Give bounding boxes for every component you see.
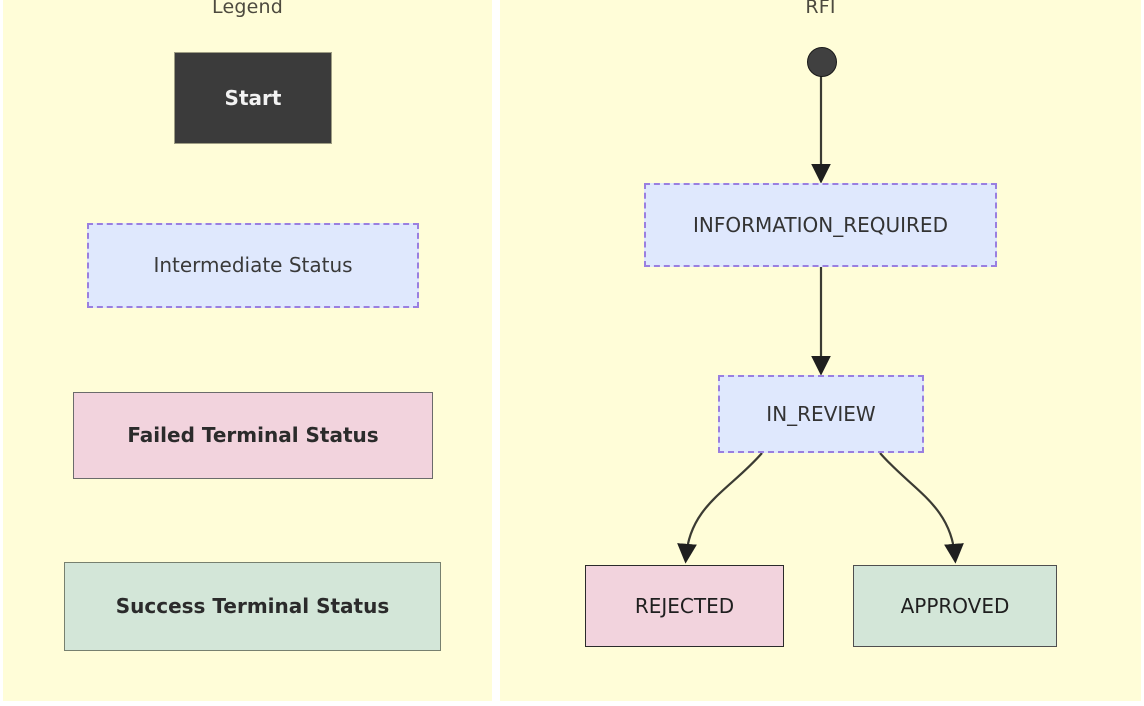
legend-item-intermediate-status[interactable]: Intermediate Status — [87, 223, 419, 308]
legend-item-start-label: Start — [224, 85, 282, 110]
legend-item-start[interactable]: Start — [174, 52, 332, 144]
flowchart-panel-title: RFI — [805, 0, 836, 18]
legend-item-intermediate-status-label: Intermediate Status — [153, 253, 353, 277]
flow-node-approved-label: APPROVED — [900, 593, 1010, 618]
flow-node-approved[interactable]: APPROVED — [853, 565, 1057, 647]
legend-item-success-terminal-status-label: Success Terminal Status — [115, 594, 390, 618]
flow-node-in-review[interactable]: IN_REVIEW — [718, 375, 924, 453]
legend-item-failed-terminal-status-label: Failed Terminal Status — [127, 423, 379, 447]
legend-panel-title: Legend — [212, 0, 283, 18]
legend-item-success-terminal-status[interactable]: Success Terminal Status — [64, 562, 441, 651]
start-node-circle[interactable] — [807, 47, 837, 77]
legend-item-failed-terminal-status[interactable]: Failed Terminal Status — [73, 392, 433, 479]
flow-node-information-required-label: INFORMATION_REQUIRED — [693, 212, 948, 237]
legend-panel: Legend Start Intermediate Status Failed … — [3, 0, 492, 701]
flow-node-in-review-label: IN_REVIEW — [766, 401, 876, 426]
flow-node-information-required[interactable]: INFORMATION_REQUIRED — [644, 183, 997, 267]
flow-node-rejected-label: REJECTED — [634, 593, 735, 618]
flow-node-rejected[interactable]: REJECTED — [585, 565, 784, 647]
